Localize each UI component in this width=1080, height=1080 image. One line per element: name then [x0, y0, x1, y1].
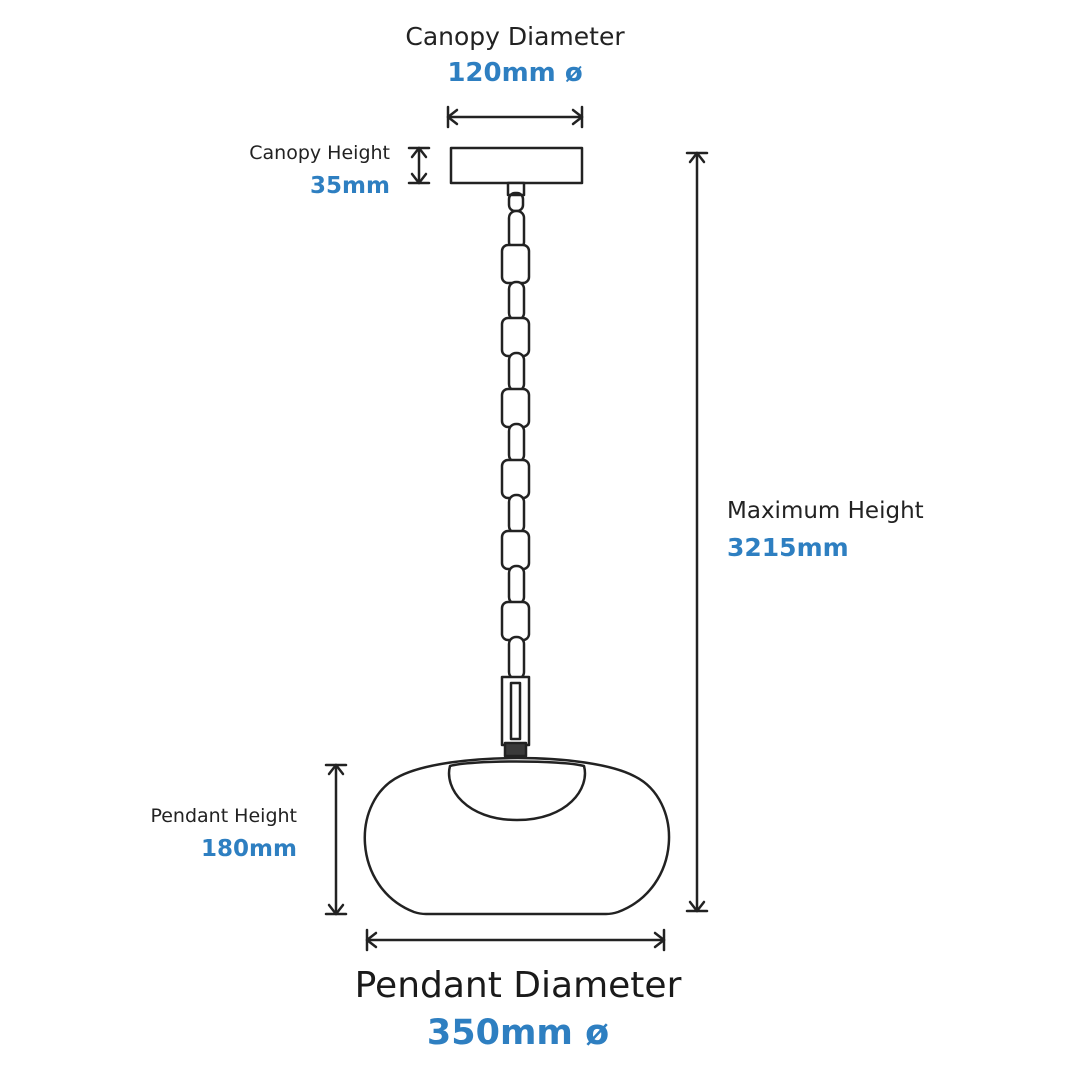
canopy-height-value: 35mm [310, 173, 390, 199]
canopy-diameter-dimension-line [446, 105, 584, 129]
canopy-height-dimension-line [407, 146, 431, 185]
canopy-diameter-label: Canopy Diameter [405, 22, 625, 51]
maximum-height-dimension-line [685, 151, 709, 913]
pendant-height-label: Pendant Height [150, 805, 297, 827]
pendant-diameter-value: 350mm ø [426, 1013, 610, 1053]
maximum-height-label: Maximum Height [727, 498, 924, 524]
pendant-height-dimension-line [324, 763, 348, 916]
pendant-diameter-label: Pendant Diameter [354, 965, 682, 1006]
pendant-diameter-dimension-line [365, 928, 666, 952]
canopy-shape [449, 146, 584, 185]
canopy-hook [506, 181, 526, 213]
pendant-shade [363, 756, 671, 916]
maximum-height-value: 3215mm [727, 533, 849, 562]
pendant-height-value: 180mm [201, 836, 297, 862]
chain [500, 209, 531, 681]
shade-connector [500, 675, 531, 758]
canopy-diameter-value: 120mm ø [447, 58, 583, 88]
canopy-height-label: Canopy Height [249, 142, 390, 164]
